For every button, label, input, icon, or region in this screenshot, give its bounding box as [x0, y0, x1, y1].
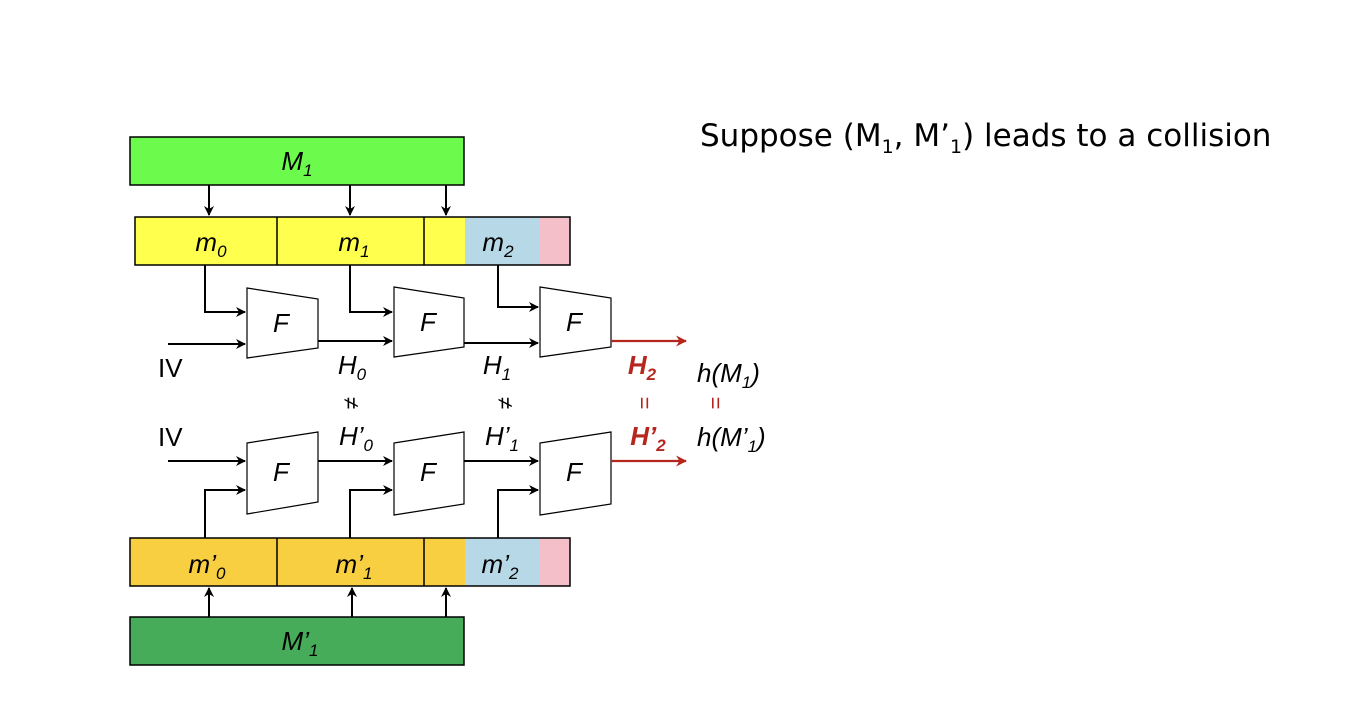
slide-headline: Suppose (M1, M’1) leads to a collision — [700, 118, 1272, 159]
hash-label-top: h(M1) — [697, 358, 760, 392]
chain-label-top-0: H0 — [338, 350, 367, 384]
equal-sign-hash: = — [703, 397, 728, 410]
compress-f-bottom-1 — [393, 431, 465, 516]
chain-arrows-top — [168, 336, 539, 349]
block-label-top-1: m1 — [338, 227, 369, 261]
block-label-bottom-0: m’0 — [189, 549, 226, 583]
message-blocks-top — [134, 216, 571, 266]
hash-label-bottom: h(M’1) — [697, 422, 766, 456]
chain-label-bottom-2: H’2 — [630, 421, 666, 455]
split-arrows-bottom — [204, 587, 451, 617]
equal-sign-chain: = — [632, 397, 657, 410]
compress-label-top-2: F — [566, 307, 584, 337]
block-label-bottom-2: m’2 — [482, 549, 519, 583]
chain-label-bottom-1: H’1 — [485, 421, 519, 455]
chain-label-top-2: H2 — [628, 350, 657, 384]
compress-f-top-1 — [393, 286, 465, 358]
block-feed-arrows-top — [204, 265, 539, 317]
compress-label-bottom-0: F — [273, 457, 291, 487]
compress-f-bottom-0 — [246, 431, 319, 515]
compress-label-top-1: F — [420, 307, 438, 337]
iv-label-top: IV — [158, 353, 183, 383]
block-label-bottom-1: m’1 — [336, 549, 373, 583]
message-label-top: M1 — [281, 146, 312, 180]
message-label-bottom: M’1 — [282, 626, 319, 660]
compress-f-top-0 — [246, 287, 319, 359]
split-arrows-top — [204, 185, 451, 216]
compress-label-top-0: F — [273, 308, 291, 338]
block-feed-arrows-bottom — [204, 485, 539, 538]
compress-label-bottom-1: F — [420, 457, 438, 487]
compress-f-top-2 — [539, 286, 612, 358]
compress-f-bottom-2 — [539, 431, 612, 516]
chain-label-top-1: H1 — [483, 350, 511, 384]
chain-label-bottom-0: H’0 — [339, 421, 374, 455]
block-label-top-0: m0 — [195, 227, 227, 261]
block-label-top-2: m2 — [482, 227, 514, 261]
not-equal-sign-1: ≠ — [493, 397, 518, 409]
iv-label-bottom: IV — [158, 422, 183, 452]
not-equal-sign-0: ≠ — [339, 397, 364, 409]
message-blocks-bottom — [129, 537, 571, 587]
message-block-top — [129, 136, 465, 186]
message-block-bottom — [129, 616, 465, 666]
compress-label-bottom-2: F — [566, 457, 584, 487]
